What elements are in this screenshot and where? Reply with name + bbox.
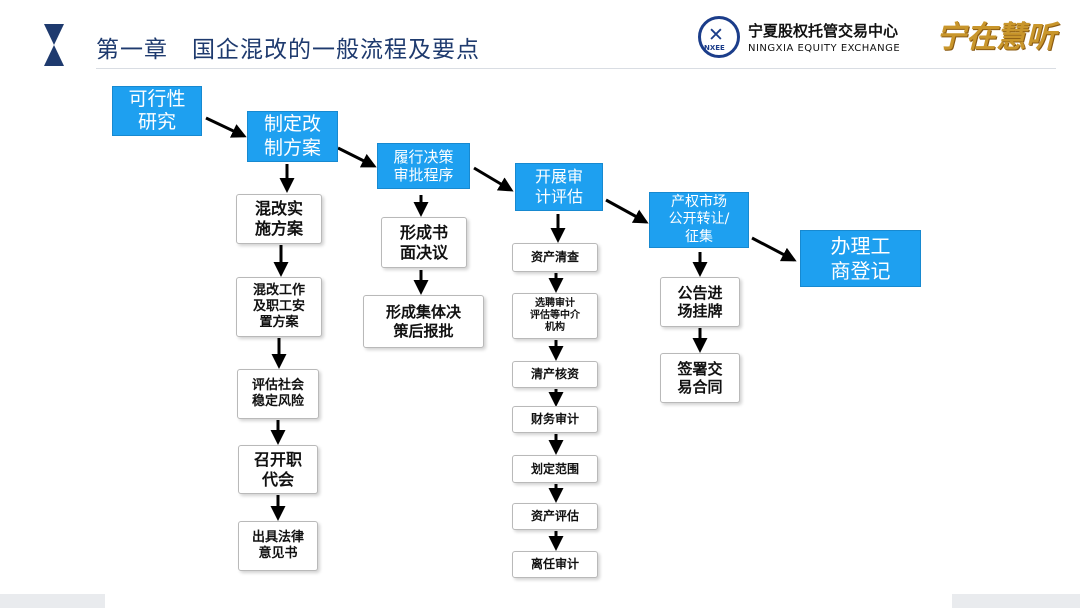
- box-hire-intermediaries: 选聘审计 评估等中介 机构: [512, 293, 598, 339]
- arrow-s3-s4: [473, 166, 514, 192]
- logo-x-icon: ✕: [708, 24, 724, 46]
- box-asset-inventory: 资产清查: [512, 243, 598, 272]
- slide-header: 第一章国企混改的一般流程及要点 ✕ NXEE 宁夏股权托管交易中心 NINGXI…: [0, 0, 1080, 70]
- box-staff-placement-plan: 混改工作 及职工安 置方案: [236, 277, 322, 337]
- footer-bar-left: [0, 594, 105, 608]
- box-departure-audit: 离任审计: [512, 551, 598, 578]
- page-title: 第一章国企混改的一般流程及要点: [96, 30, 480, 64]
- header-divider: [96, 68, 1056, 69]
- org-name-en: NINGXIA EQUITY EXCHANGE: [748, 43, 901, 54]
- box-capital-verification: 清产核资: [512, 361, 598, 388]
- step-audit-evaluation: 开展审 计评估: [515, 163, 603, 211]
- box-sign-contract: 签署交 易合同: [660, 353, 740, 403]
- brand-calligraphy: 宁在慧听: [936, 20, 1056, 55]
- hourglass-icon: [44, 24, 64, 66]
- box-staff-congress: 召开职 代会: [238, 445, 318, 494]
- box-legal-opinion: 出具法律 意见书: [238, 521, 318, 571]
- logo-code: NXEE: [704, 44, 725, 52]
- section-title: 国企混改的一般流程及要点: [192, 37, 480, 63]
- arrow-s4-s5: [605, 198, 649, 224]
- arrow-s2-s3: [337, 146, 377, 168]
- step-property-market: 产权市场 公开转让/ 征集: [649, 192, 749, 248]
- box-define-scope: 划定范围: [512, 455, 598, 483]
- step-business-registration: 办理工 商登记: [800, 230, 921, 287]
- box-listing-announcement: 公告进 场挂牌: [660, 277, 740, 327]
- step-draft-plan: 制定改 制方案: [247, 111, 338, 162]
- step-feasibility-study: 可行性 研究: [112, 86, 202, 136]
- box-implementation-plan: 混改实 施方案: [236, 194, 322, 244]
- box-financial-audit: 财务审计: [512, 406, 598, 433]
- step-approval-procedure: 履行决策 审批程序: [377, 143, 470, 189]
- chapter-label: 第一章: [96, 37, 168, 63]
- org-name-cn: 宁夏股权托管交易中心: [748, 22, 899, 40]
- footer-bar-right: [952, 594, 1080, 608]
- arrow-s1-s2: [205, 116, 247, 138]
- box-social-stability-risk: 评估社会 稳定风险: [237, 369, 319, 419]
- box-collective-decision: 形成集体决 策后报批: [363, 295, 484, 348]
- exchange-logo: ✕ NXEE: [698, 16, 740, 58]
- arrow-s5-s6: [751, 236, 797, 262]
- box-asset-evaluation: 资产评估: [512, 503, 598, 530]
- box-written-resolution: 形成书 面决议: [381, 217, 467, 268]
